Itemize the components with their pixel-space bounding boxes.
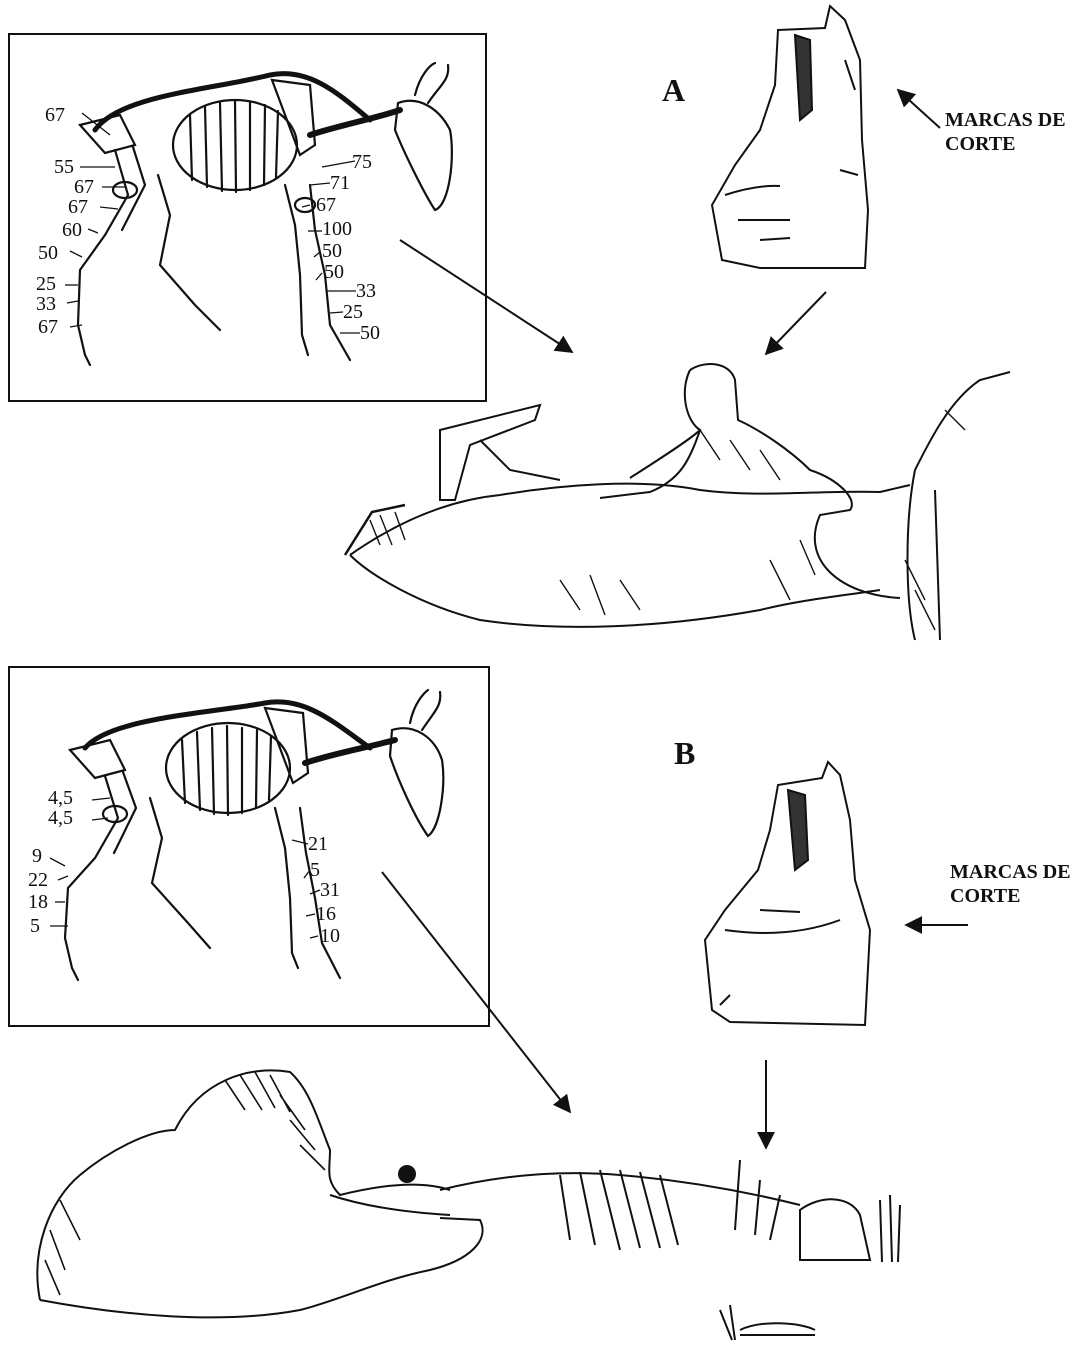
cut-marks-line2: CORTE (950, 884, 1071, 908)
bone-fragment-a (712, 6, 868, 268)
cut-marks-line1: MARCAS DE (945, 108, 1066, 132)
ball-mark (398, 1165, 416, 1183)
scene-a-hatching (370, 410, 965, 630)
cut-marks-arrow-a (898, 90, 940, 128)
label-section-a: A (662, 72, 685, 109)
lion-scene-b (37, 1070, 900, 1340)
butchering-scene-a (345, 364, 1010, 640)
label-section-b: B (674, 735, 695, 772)
cut-marks-label-b: MARCAS DE CORTE (950, 860, 1071, 908)
cut-marks-label-a: MARCAS DE CORTE (945, 108, 1066, 156)
bone-fragment-b (705, 762, 870, 1025)
cut-marks-line1: MARCAS DE (950, 860, 1071, 884)
cut-marks-line2: CORTE (945, 132, 1066, 156)
lion-mane-hatching (45, 1072, 325, 1295)
